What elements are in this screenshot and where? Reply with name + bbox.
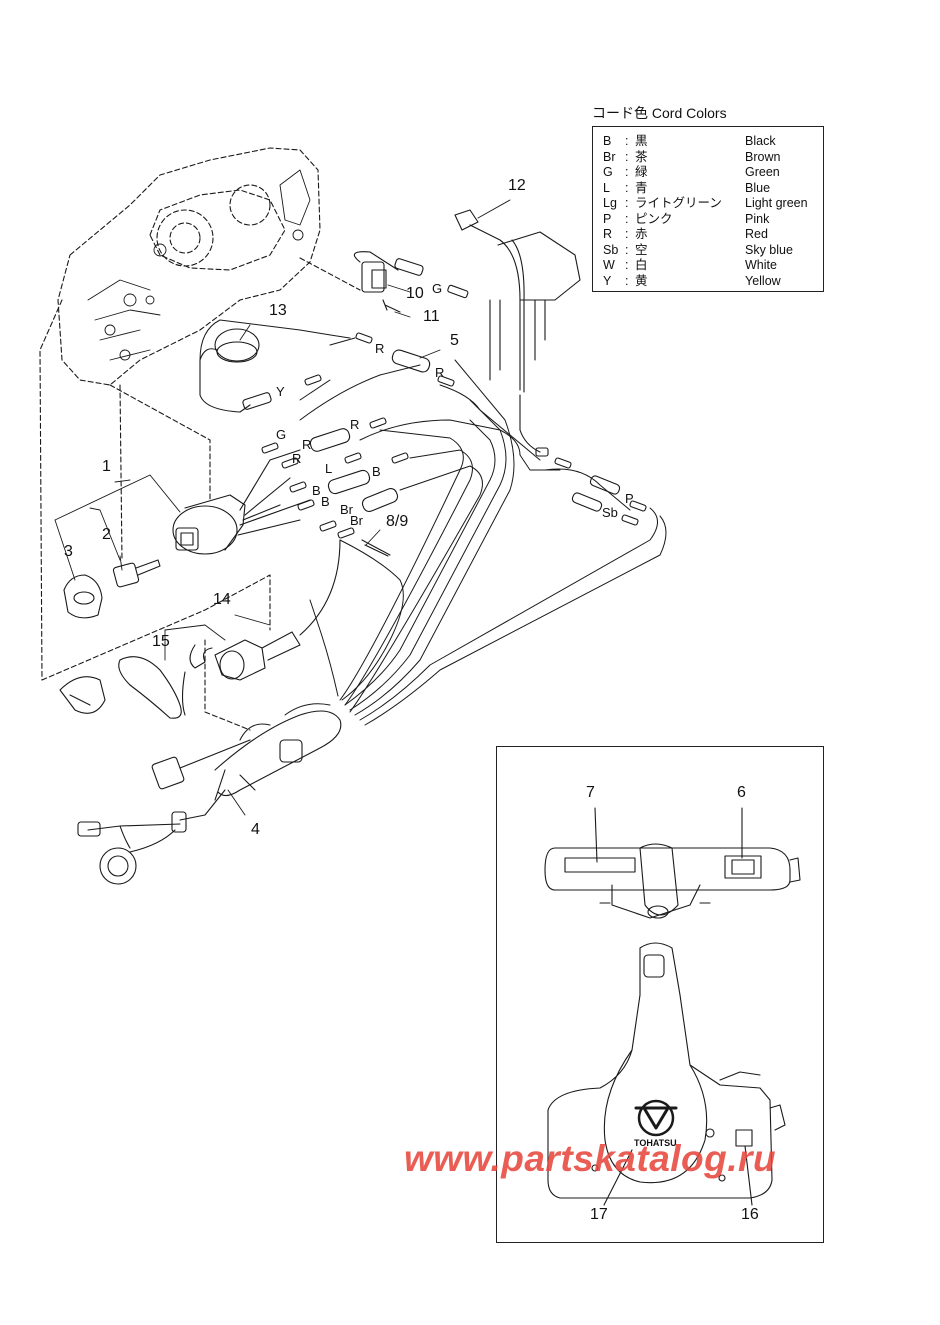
legend-en: Red bbox=[745, 227, 768, 241]
wire-label: L bbox=[325, 461, 333, 476]
legend-en: Yellow bbox=[745, 273, 781, 288]
legend-en: Brown bbox=[745, 149, 781, 164]
legend-jp: ライトグリーン bbox=[635, 196, 722, 210]
legend-code: R bbox=[603, 227, 613, 241]
wire-label: R bbox=[292, 451, 302, 466]
lanyard-part bbox=[59, 644, 213, 719]
callout-4: 4 bbox=[251, 821, 260, 838]
legend-code: Lg bbox=[603, 196, 617, 210]
top-connector-part bbox=[454, 209, 581, 457]
legend-en: Green bbox=[745, 165, 780, 179]
legend-jp: 茶 bbox=[635, 149, 648, 164]
wire-label: B bbox=[312, 483, 321, 498]
legend-en: Pink bbox=[745, 211, 770, 226]
legend-jp: 赤 bbox=[635, 227, 648, 241]
legend-jp: 白 bbox=[635, 258, 648, 272]
relay-part bbox=[353, 251, 469, 313]
wire-label: G bbox=[432, 281, 443, 296]
callout-2: 2 bbox=[102, 526, 111, 543]
legend-jp: 緑 bbox=[635, 165, 648, 179]
legend-code: Y bbox=[603, 273, 612, 288]
legend-row: Sb: 空 Sky blue bbox=[603, 242, 793, 257]
callout-12: 12 bbox=[508, 177, 526, 194]
legend-jp: 青 bbox=[635, 180, 648, 195]
callout-10: 10 bbox=[406, 285, 424, 302]
legend-code: W bbox=[603, 258, 615, 272]
legend-jp: 空 bbox=[635, 242, 648, 257]
brand-emblem-icon bbox=[634, 1099, 678, 1137]
cap-part bbox=[63, 574, 103, 619]
legend-jp: 黒 bbox=[635, 134, 648, 148]
callout-14: 14 bbox=[213, 591, 231, 608]
legend-code: L bbox=[603, 180, 610, 195]
callout-7: 7 bbox=[586, 784, 595, 801]
legend-en: Blue bbox=[745, 180, 771, 195]
legend-code: Br bbox=[603, 149, 616, 164]
legend-row: R: 赤 Red bbox=[603, 227, 768, 241]
legend-en: Black bbox=[745, 134, 776, 148]
callout-5: 5 bbox=[450, 332, 459, 349]
wire-label: R bbox=[435, 365, 445, 380]
engine-bracket-outline bbox=[39, 147, 361, 731]
wire-label: B bbox=[372, 464, 381, 479]
callout-16: 16 bbox=[741, 1206, 759, 1223]
remote-control-front-view bbox=[547, 942, 786, 1206]
watermark: www.partskatalog.ru bbox=[404, 1138, 777, 1179]
callout-13: 13 bbox=[269, 302, 287, 319]
legend-en: Sky blue bbox=[745, 242, 793, 257]
leader-lines bbox=[54, 199, 511, 816]
remote-control-inset bbox=[496, 746, 824, 1243]
legend-row: Br: 茶 Brown bbox=[603, 149, 781, 164]
legend-row: Y: 黄 Yellow bbox=[603, 273, 781, 288]
main-switch-part bbox=[172, 449, 311, 555]
harness-part bbox=[77, 710, 342, 885]
wire-label: Y bbox=[276, 384, 285, 399]
legend-code: G bbox=[603, 165, 613, 179]
wire-label: R bbox=[375, 341, 385, 356]
legend-row: Lg: ライトグリーン Light green bbox=[603, 196, 808, 210]
legend-en: White bbox=[745, 258, 777, 272]
kill-switch-part bbox=[214, 539, 341, 681]
wire-label: G bbox=[276, 427, 287, 442]
legend-code: B bbox=[603, 134, 612, 148]
legend-row: G: 緑 Green bbox=[603, 165, 780, 179]
wire-label: Br bbox=[340, 502, 353, 517]
remote-control-top-view bbox=[544, 807, 801, 919]
wire-label: P bbox=[625, 491, 634, 506]
wire-label: Br bbox=[350, 513, 363, 528]
cord-color-legend: B: 黒 Black Br: 茶 Brown G: 緑 Green L: 青 B… bbox=[592, 126, 824, 292]
legend-row: P: ピンク Pink bbox=[603, 211, 770, 226]
callout-11: 11 bbox=[423, 308, 440, 325]
legend-code: P bbox=[603, 211, 612, 226]
wire-label: B bbox=[321, 494, 330, 509]
legend-row: B: 黒 Black bbox=[603, 134, 776, 148]
callout-15: 15 bbox=[152, 633, 170, 650]
legend-jp: 黄 bbox=[635, 273, 648, 288]
legend-row: W: 白 White bbox=[603, 258, 777, 272]
legend-row: L: 青 Blue bbox=[603, 180, 771, 195]
legend-code: Sb bbox=[603, 242, 619, 257]
legend-jp: ピンク bbox=[635, 211, 673, 226]
callout-3: 3 bbox=[64, 543, 73, 560]
wire-bundle bbox=[199, 319, 667, 726]
key-part bbox=[112, 559, 161, 588]
wire-label: R bbox=[302, 437, 312, 452]
callout-1: 1 bbox=[102, 458, 111, 475]
callout-6: 6 bbox=[737, 784, 746, 801]
wire-label: R bbox=[350, 417, 360, 432]
callout-8-9: 8/9 bbox=[386, 513, 409, 530]
wire-label: Sb bbox=[602, 505, 618, 520]
legend-en: Light green bbox=[745, 196, 808, 210]
legend-title: コード色 Cord Colors bbox=[592, 105, 727, 121]
buzzer-part bbox=[199, 328, 272, 413]
callout-17: 17 bbox=[590, 1206, 608, 1223]
brand-label: TOHATSU bbox=[634, 1138, 677, 1148]
